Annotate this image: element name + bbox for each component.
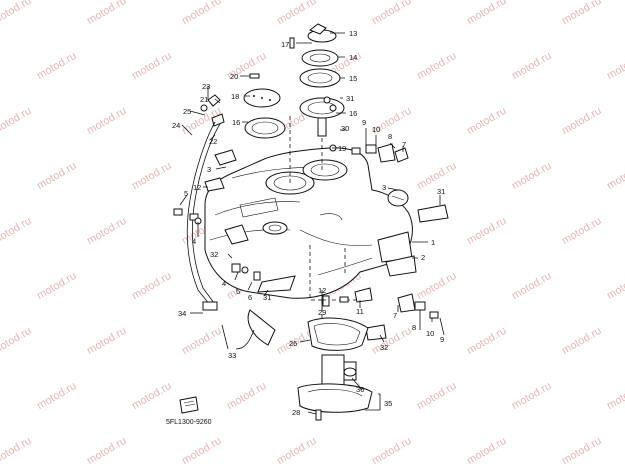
damper-32-left <box>224 224 249 245</box>
callout-3a: 3 <box>207 165 211 174</box>
callout-11: 11 <box>356 307 364 316</box>
callout-4b: 4 <box>222 279 226 288</box>
callout-leaders <box>179 32 445 415</box>
callout-33: 33 <box>228 351 236 360</box>
callout-14: 14 <box>349 53 357 62</box>
callout-2: 2 <box>421 253 425 262</box>
callout-3b: 3 <box>382 183 386 192</box>
callout-19: 19 <box>338 144 346 153</box>
callout-17: 17 <box>281 40 289 49</box>
callout-labels: 13 17 14 15 20 18 31 16 16 30 19 23 21 2… <box>172 29 445 417</box>
side-cover-33 <box>247 309 276 346</box>
callout-24: 24 <box>172 121 180 130</box>
callout-1: 1 <box>431 238 435 247</box>
callout-10a: 10 <box>372 125 380 134</box>
fuel-pump-assembly <box>297 317 373 421</box>
callout-20: 20 <box>230 72 238 81</box>
callout-16a: 16 <box>349 109 357 118</box>
gasket-16 <box>244 117 286 139</box>
callout-26: 26 <box>289 339 297 348</box>
right-mounts <box>377 189 417 277</box>
callout-36: 36 <box>356 385 364 394</box>
callout-15: 15 <box>349 74 357 83</box>
callout-8b: 8 <box>412 323 416 332</box>
callout-7a: 7 <box>402 140 406 149</box>
pad-3-front <box>214 149 237 166</box>
callout-5b: 5 <box>236 287 240 296</box>
callout-6: 6 <box>248 293 252 302</box>
callout-4a: 4 <box>192 237 196 246</box>
filler-cap-assembly <box>299 23 345 137</box>
callout-22: 22 <box>209 137 217 146</box>
right-fasteners <box>322 143 439 319</box>
callout-9a: 9 <box>362 118 366 127</box>
diagram-code: 5FL1300-9260 <box>166 419 212 426</box>
callout-31a: 31 <box>263 293 271 302</box>
callout-28: 29 <box>318 308 326 317</box>
bolt-17 <box>289 37 295 49</box>
callout-25: 25 <box>183 107 191 116</box>
callout-7b: 7 <box>393 311 397 320</box>
callout-5a: 5 <box>184 189 188 198</box>
callout-32a: 32 <box>210 250 218 259</box>
callout-9b: 9 <box>440 335 444 344</box>
callout-13: 13 <box>349 29 357 38</box>
callout-30: 31 <box>346 94 354 103</box>
reference-book-icon <box>179 396 199 414</box>
callout-10b: 10 <box>426 329 434 338</box>
callout-35: 35 <box>384 399 392 408</box>
breather-hose-assembly <box>186 94 225 311</box>
callout-27: 28 <box>292 408 300 417</box>
callout-12b: 12 <box>318 286 326 295</box>
left-fasteners <box>173 208 261 281</box>
pad-31-left <box>257 275 296 293</box>
callout-21: 21 <box>200 95 208 104</box>
bolt-20 <box>249 73 260 79</box>
callout-8a: 8 <box>388 132 392 141</box>
damper-12-top <box>204 177 225 192</box>
callout-34: 34 <box>178 309 186 318</box>
callout-18: 18 <box>231 92 239 101</box>
fuel-tank-shell <box>204 147 413 299</box>
callout-31b: 31 <box>437 187 445 196</box>
callout-16b: 16 <box>232 118 240 127</box>
damper-32-right <box>365 324 387 341</box>
callout-32b: 32 <box>380 343 388 352</box>
callout-29: 30 <box>341 124 349 133</box>
pad-31-right <box>417 204 449 223</box>
callout-23: 23 <box>202 82 210 91</box>
callout-12a: 12 <box>193 183 201 192</box>
